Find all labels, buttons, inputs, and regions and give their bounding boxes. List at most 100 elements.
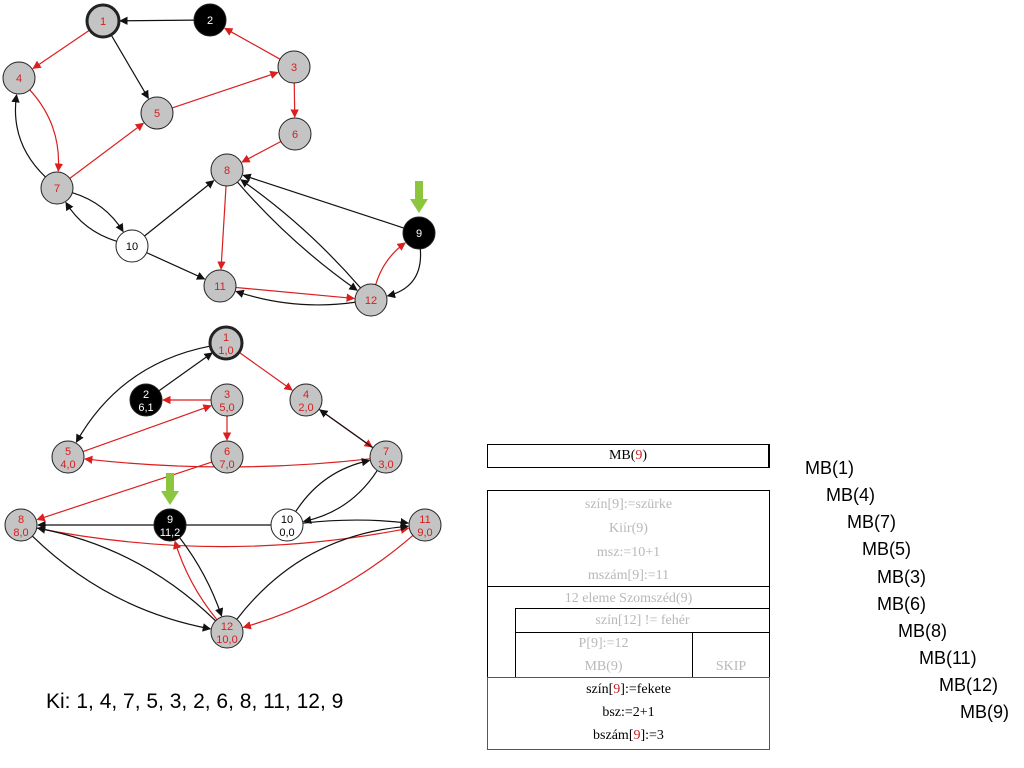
stmt-color-black: szín[9]:=fekete [488,682,769,698]
g1-node-12-label: 12 [365,295,377,307]
edge-8-12 [237,181,358,291]
g1-node-6 [278,117,312,151]
g1-node-7-label: 7 [54,183,60,195]
call-item: MB(1) [805,458,854,478]
edge-12-8 [36,525,216,622]
edge-10-7 [295,457,371,512]
g2-node-10 [270,508,304,542]
stmt-msz: msz:=10+1 [596,545,661,560]
g1-node-7 [40,171,74,205]
edge-12-8 [240,179,361,289]
g2-node-6-label: 6 [224,446,230,458]
then-assign: P[9]:=12 [578,636,629,651]
g2-node-2-times: 6,1 [138,402,153,414]
g1-node-1-label: 1 [100,16,106,28]
g1-node-8-label: 8 [224,165,230,177]
g1-node-4-label: 4 [16,73,22,85]
edge-1-5 [110,34,149,100]
edge-12-11 [236,522,409,620]
g2-node-9-times: 11,2 [160,527,181,539]
g1-node-4 [2,61,36,95]
g2-node-1-label: 1 [223,332,229,344]
g1-node-8 [210,153,244,187]
condition: szín[12] != fehér [595,613,690,628]
edge-5-3 [171,70,279,109]
f1-arg: 9 [613,682,621,697]
structogram-body: szín[9]:=szürke Kiír(9) msz:=10+1 mszám[… [487,490,770,680]
stmt-mszam: mszám[9]:=11 [587,568,670,583]
g1-node-3-label: 3 [291,62,297,74]
g2-node-9 [153,508,187,542]
g2-node-1-times: 1,0 [218,345,233,357]
g2-node-12 [210,615,244,649]
current-node-arrow-icon [161,473,179,505]
g2-node-8-times: 8,0 [13,527,28,539]
g2-node-6-times: 7,0 [219,459,234,471]
edge-9-12 [386,248,422,299]
stmt-color-grey: szín[9]:=szürke [584,497,673,512]
g2-node-4 [289,383,323,417]
stmt-bszam: bszám[9]:=3 [488,728,769,744]
g2-node-8-label: 8 [18,514,24,526]
structogram-title: MB(9) [488,448,768,464]
stmt-bsz: bsz:=2+1 [602,705,655,720]
g1-node-10 [115,229,149,263]
g2-node-1 [208,325,244,361]
edge-7-4 [319,409,374,449]
g2-node-11-label: 11 [419,514,430,526]
g2-node-7-label: 7 [383,446,389,458]
g2-node-7 [369,440,403,474]
edge-6-8 [241,140,282,163]
g2-node-11-times: 9,0 [417,527,432,539]
g1-node-3 [277,50,311,84]
g2-node-6 [210,440,244,474]
g2-node-3 [210,383,244,417]
loop-header: 12 eleme Szomszéd(9) [564,591,693,606]
edge-7-10 [302,470,378,525]
g1-node-9-label: 9 [416,228,422,240]
call-item: MB(6) [877,594,926,614]
g1-node-1 [85,3,121,39]
g2-node-11 [408,508,442,542]
edge-9-12 [179,537,224,617]
f1-text: szín[ [586,682,614,697]
loop-body [515,608,770,678]
g1-node-5-label: 5 [154,108,160,120]
g1-node-6-label: 6 [292,129,298,141]
edge-1-4 [238,351,293,391]
edge-10-8 [144,180,215,237]
edge-9-8 [242,173,404,229]
edge-6-8 [36,461,212,522]
call-item: MB(4) [826,485,875,505]
g2-node-12-label: 12 [221,621,233,633]
g2-node-5-times: 4,0 [60,459,75,471]
edge-3-6 [290,82,299,118]
edge-7-10 [72,192,124,233]
g1-node-5 [140,96,174,130]
f3-rest: ]:=3 [640,728,664,743]
f3-arg: 9 [633,728,641,743]
current-node-arrow-icon [410,181,428,213]
g2-node-9-label: 9 [167,514,173,526]
edge-11-12 [242,535,414,630]
edge-12-9 [375,242,406,285]
g2-node-7-times: 3,0 [378,459,393,471]
g2-node-10-label: 10 [281,514,293,526]
edge-5-3 [82,404,212,453]
g1-node-2-label: 2 [207,15,213,27]
edge-12-11 [235,289,356,306]
g2-node-5 [51,440,85,474]
edge-10-11 [146,252,206,280]
finish-box: szín[9]:=fekete bsz:=2+1 bszám[9]:=3 [487,677,770,750]
title-close: ) [642,448,648,463]
output-sequence: Ki: 1, 4, 7, 5, 3, 2, 6, 8, 11, 12, 9 [46,690,344,713]
g2-node-2-label: 2 [143,389,149,401]
g2-node-8 [4,508,38,542]
loop-header-line [487,586,770,587]
edge-11-12 [235,286,355,302]
edge-8-11 [217,185,227,270]
call-item: MB(5) [862,539,911,559]
g2-node-3-times: 5,0 [219,402,234,414]
